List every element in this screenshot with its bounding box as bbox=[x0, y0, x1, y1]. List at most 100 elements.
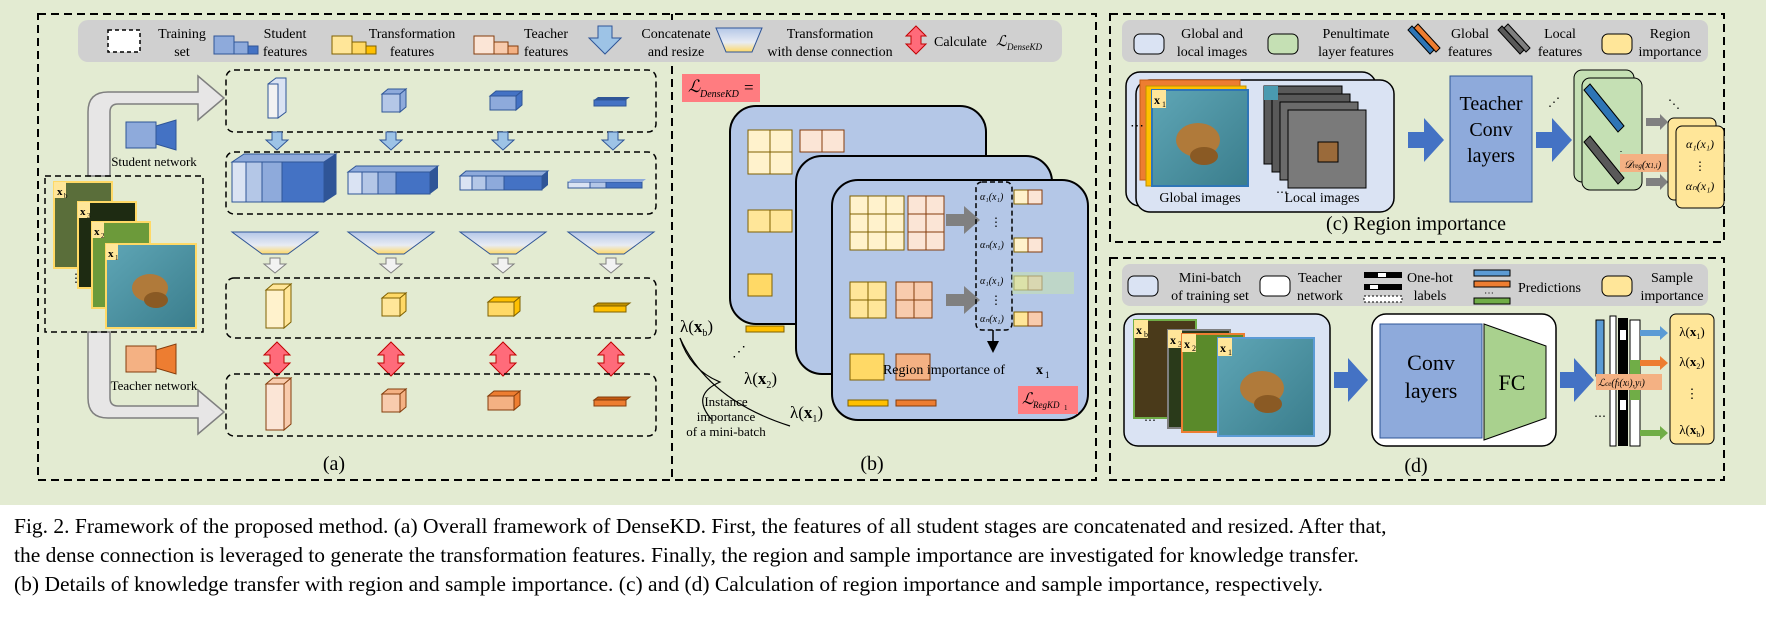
svg-text:x: x bbox=[108, 248, 114, 260]
student-stage-features bbox=[267, 77, 630, 119]
alpha-n-label: αₙ(x₁) bbox=[980, 240, 1004, 251]
sample-importance-column bbox=[1669, 313, 1715, 445]
panel-a-label: (a) bbox=[323, 453, 345, 475]
panel-ab-border bbox=[37, 13, 1097, 481]
svg-text:1: 1 bbox=[1162, 100, 1166, 109]
lambda-d-b: λ(xb) bbox=[1679, 422, 1704, 439]
lambda-2-label: λ(x2) bbox=[744, 369, 777, 391]
legend-local-features: Local bbox=[1544, 27, 1576, 42]
svg-text:x: x bbox=[57, 186, 63, 198]
local-images bbox=[1263, 85, 1367, 189]
svg-text:Conv: Conv bbox=[1469, 119, 1512, 141]
lambda-1-label: λ(x1) bbox=[790, 403, 823, 425]
legend-global-local: Global and bbox=[1181, 27, 1243, 42]
teacher-features-icon bbox=[473, 35, 519, 55]
svg-text:Conv: Conv bbox=[1407, 350, 1455, 375]
panel-b: ℒ DenseKD = bbox=[679, 74, 1089, 475]
svg-text:x: x bbox=[1170, 333, 1176, 347]
alpha-n-c-label: αₙ(x₁) bbox=[1686, 179, 1715, 193]
svg-text:features: features bbox=[524, 45, 568, 60]
svg-text:3: 3 bbox=[1178, 340, 1182, 349]
svg-text:x: x bbox=[1220, 341, 1226, 355]
svg-text:=: = bbox=[744, 78, 754, 97]
svg-text:2: 2 bbox=[1192, 344, 1196, 353]
dense-transformations bbox=[230, 231, 656, 255]
svg-text:features: features bbox=[263, 45, 307, 60]
teacher-flow-arrow bbox=[87, 331, 226, 436]
student-flow-arrow bbox=[87, 74, 226, 177]
svg-text:importance: importance bbox=[1639, 45, 1702, 60]
svg-text:⋮: ⋮ bbox=[990, 215, 1002, 229]
caption-line-2: the dense connection is leveraged to gen… bbox=[14, 543, 1359, 567]
svg-text:⋮: ⋮ bbox=[1686, 386, 1699, 401]
svg-text:⋯: ⋯ bbox=[1130, 119, 1144, 134]
teacher-stage-features bbox=[264, 376, 632, 432]
svg-text:b: b bbox=[64, 192, 68, 200]
legend-one-hot: One-hot bbox=[1407, 271, 1453, 286]
panel-c: Global and local images Penultimate laye… bbox=[1122, 20, 1725, 235]
svg-text:x: x bbox=[1036, 363, 1043, 378]
svg-text:local images: local images bbox=[1177, 45, 1247, 60]
legend-student-features: Student bbox=[264, 27, 307, 42]
svg-text:FC: FC bbox=[1499, 370, 1526, 395]
svg-text:⋱: ⋱ bbox=[1668, 97, 1680, 111]
prediction-bars: ℒce(ft(xi),yi) ⋯ bbox=[1594, 315, 1662, 447]
legend-calculate: Calculate bbox=[934, 35, 987, 50]
lambda-d-2: λ(x2) bbox=[1679, 354, 1704, 371]
densekd-loss-label: ℒ bbox=[688, 77, 701, 96]
svg-text:importance: importance bbox=[1641, 289, 1704, 304]
conv-layers-block bbox=[1379, 323, 1483, 439]
legend-region-importance: Region bbox=[1650, 27, 1690, 42]
svg-text:layer features: layer features bbox=[1318, 45, 1394, 60]
lambda-d-1: λ(x1) bbox=[1679, 324, 1704, 341]
legend-a: Training set Student features Transforma… bbox=[78, 20, 1062, 62]
alpha-1-label: α₁(x₁) bbox=[980, 192, 1004, 203]
svg-text:x: x bbox=[94, 226, 100, 238]
svg-text:1: 1 bbox=[1064, 404, 1068, 412]
loss-arrows bbox=[262, 341, 626, 377]
panel-d-label: (d) bbox=[1404, 455, 1427, 477]
svg-text:⋰: ⋰ bbox=[1548, 95, 1560, 109]
legend-concatenate: Concatenate bbox=[641, 27, 710, 42]
svg-text:network: network bbox=[1297, 289, 1343, 304]
svg-text:⋰: ⋰ bbox=[732, 345, 746, 360]
svg-text:of training set: of training set bbox=[1171, 289, 1249, 304]
legend-teacher-features: Teacher bbox=[524, 27, 568, 42]
region-importance-column bbox=[975, 181, 1013, 331]
svg-text:⋮: ⋮ bbox=[70, 271, 82, 285]
loss-ce-label: ℒce(ft(xi),yi) bbox=[1598, 378, 1645, 389]
instance-importance-label: Instance bbox=[704, 394, 748, 409]
svg-text:x: x bbox=[1154, 93, 1160, 107]
svg-text:features: features bbox=[1448, 45, 1492, 60]
svg-text:of a mini-batch: of a mini-batch bbox=[686, 424, 766, 439]
transformation-features-icon bbox=[331, 35, 377, 55]
legend-mini-batch: Mini-batch bbox=[1179, 271, 1241, 286]
svg-text:x: x bbox=[80, 206, 86, 218]
svg-text:Teacher: Teacher bbox=[1460, 93, 1523, 115]
svg-text:⋮: ⋮ bbox=[1694, 159, 1706, 173]
concatenate-arrows bbox=[264, 131, 626, 151]
svg-text:x: x bbox=[1184, 337, 1190, 351]
teacher-network-label: Teacher network bbox=[111, 378, 198, 393]
training-set-swatch bbox=[107, 29, 141, 53]
legend-teacher-network: Teacher bbox=[1298, 271, 1342, 286]
lambda-b-label: λ(xb) bbox=[680, 317, 713, 339]
legend-predictions: Predictions bbox=[1518, 281, 1581, 296]
caption-line-1: Fig. 2. Framework of the proposed method… bbox=[14, 514, 1387, 538]
svg-text:layers: layers bbox=[1467, 145, 1515, 167]
concatenated-features bbox=[230, 153, 646, 203]
svg-text:1: 1 bbox=[1045, 370, 1050, 380]
panel-c-border bbox=[1109, 13, 1725, 243]
concatenate-arrow-icon bbox=[587, 25, 623, 55]
svg-text:2: 2 bbox=[101, 232, 105, 240]
local-images-label: Local images bbox=[1284, 191, 1359, 206]
legend-training-set: Training bbox=[158, 27, 206, 42]
panel-b-label: (b) bbox=[860, 453, 883, 475]
legend-global-features: Global bbox=[1451, 27, 1489, 42]
one-hot-icon bbox=[1363, 272, 1403, 303]
legend-sample-importance: Sample bbox=[1651, 271, 1693, 286]
svg-text:⋮: ⋮ bbox=[990, 293, 1002, 307]
